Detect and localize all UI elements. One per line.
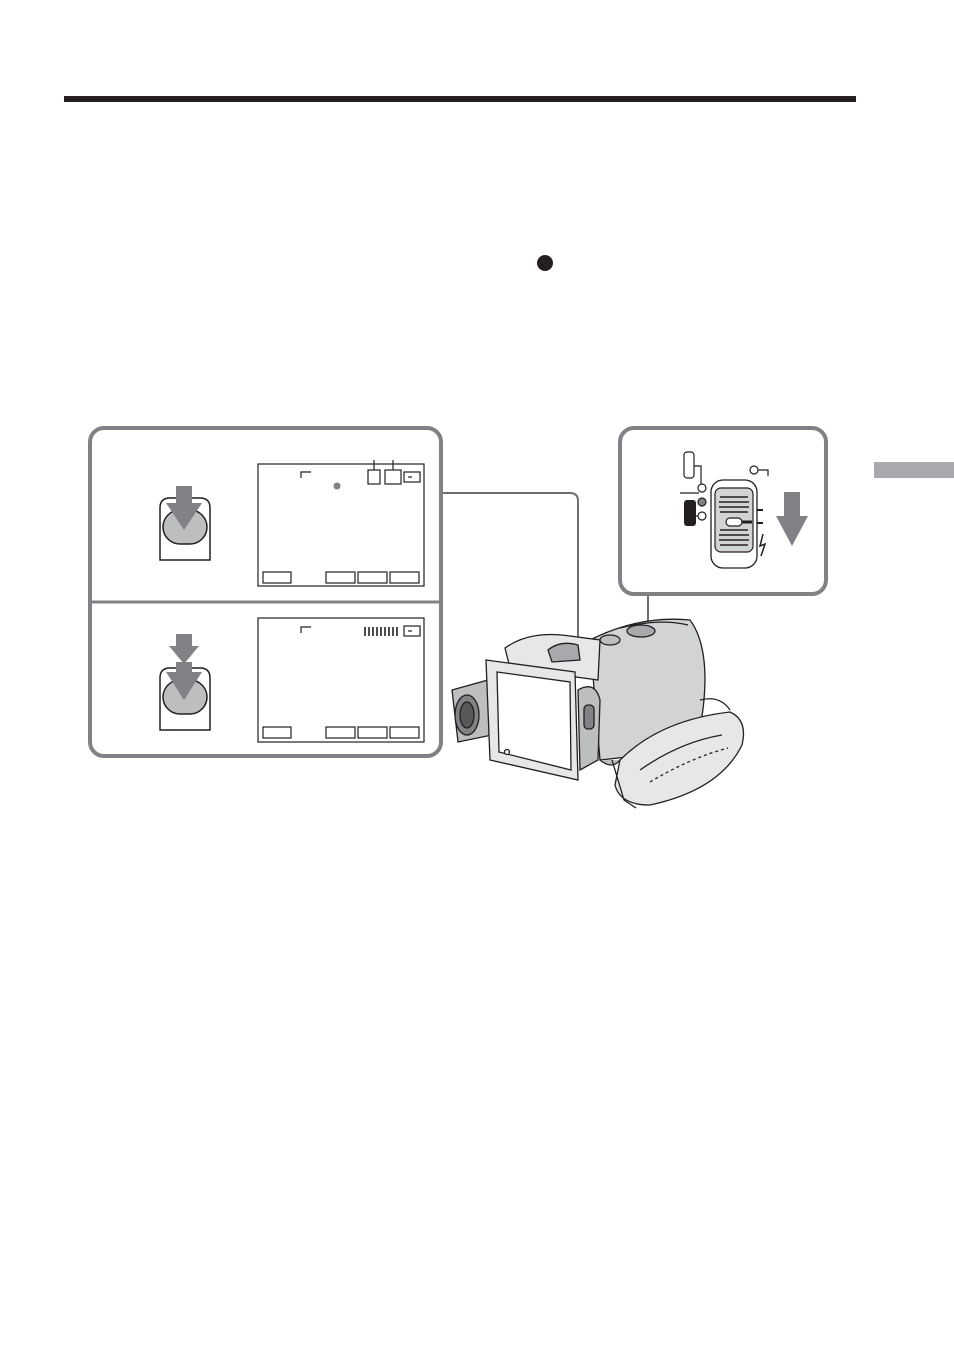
lcd-screen-focus-locked-icon — [258, 460, 424, 586]
power-switch-memory-mode-icon — [620, 428, 826, 594]
camcorder-body-icon — [452, 619, 744, 808]
callout-connectors — [441, 493, 648, 648]
lcd-screen-recording-bar-icon — [258, 618, 424, 742]
